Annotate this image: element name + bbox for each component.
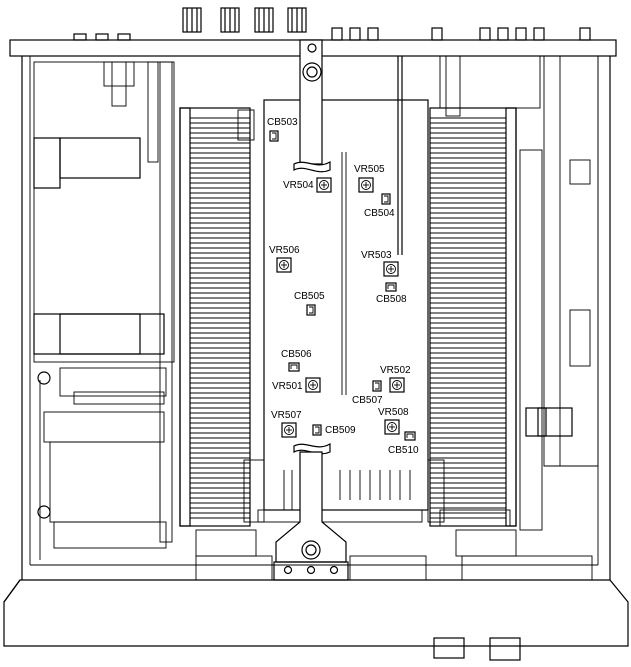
cb504-label: CB504 bbox=[364, 208, 395, 219]
cb507-label: CB507 bbox=[352, 395, 383, 406]
vr502-label: VR502 bbox=[380, 365, 411, 376]
vr505: VR505 bbox=[354, 164, 385, 193]
main-pcb bbox=[243, 56, 445, 523]
cb506: CB506 bbox=[281, 349, 312, 372]
vr503: VR503 bbox=[361, 250, 399, 277]
vr503-label: VR503 bbox=[361, 250, 392, 261]
cb503-label: CB503 bbox=[267, 117, 298, 128]
vr503-pot-icon bbox=[383, 261, 399, 277]
cb508-connector-icon bbox=[385, 282, 397, 292]
left-heatsink bbox=[179, 107, 255, 527]
cb508-label: CB508 bbox=[376, 294, 407, 305]
vr504-pot-icon bbox=[316, 177, 332, 193]
vr508-label: VR508 bbox=[378, 407, 409, 418]
cb509-label: CB509 bbox=[325, 425, 356, 436]
vr504-label: VR504 bbox=[283, 180, 314, 191]
vr506-pot-icon bbox=[276, 257, 292, 273]
cb504-connector-icon bbox=[381, 193, 391, 205]
power-transformer-section bbox=[33, 61, 175, 560]
cb507-connector-icon bbox=[372, 380, 382, 392]
cb508: CB508 bbox=[376, 282, 407, 305]
vr507-label: VR507 bbox=[271, 410, 302, 421]
cb510: CB510 bbox=[388, 431, 419, 456]
vr504: VR504 bbox=[283, 177, 332, 193]
right-heatsink bbox=[429, 107, 517, 527]
cb503: CB503 bbox=[267, 117, 298, 142]
vr506: VR506 bbox=[269, 245, 300, 273]
cb503-connector-icon bbox=[269, 130, 279, 142]
vr501-pot-icon bbox=[305, 377, 321, 393]
right-side-structures bbox=[439, 55, 599, 531]
cb506-label: CB506 bbox=[281, 349, 312, 360]
vr508: VR508 bbox=[378, 407, 409, 435]
vr505-label: VR505 bbox=[354, 164, 385, 175]
bottom-mounting-bracket bbox=[195, 442, 593, 581]
cb510-connector-icon bbox=[404, 431, 416, 441]
vr501-label: VR501 bbox=[272, 381, 303, 392]
cb505-label: CB505 bbox=[294, 291, 325, 302]
vr502: VR502 bbox=[380, 365, 411, 393]
cb509: CB509 bbox=[312, 424, 356, 436]
vr506-label: VR506 bbox=[269, 245, 300, 256]
cb510-label: CB510 bbox=[388, 445, 419, 456]
vr507-pot-icon bbox=[281, 422, 297, 438]
vr502-pot-icon bbox=[389, 377, 405, 393]
cb505-connector-icon bbox=[306, 304, 316, 316]
vr501: VR501 bbox=[272, 377, 321, 393]
vr508-pot-icon bbox=[384, 419, 400, 435]
cb509-connector-icon bbox=[312, 424, 322, 436]
cb504: CB504 bbox=[364, 193, 395, 219]
vr507: VR507 bbox=[271, 410, 302, 438]
top-mounting-bracket bbox=[293, 39, 331, 173]
rear-terminals bbox=[73, 7, 591, 41]
cb507: CB507 bbox=[352, 380, 383, 406]
cb505: CB505 bbox=[294, 291, 325, 316]
cb506-connector-icon bbox=[288, 362, 300, 372]
vr505-pot-icon bbox=[358, 177, 374, 193]
